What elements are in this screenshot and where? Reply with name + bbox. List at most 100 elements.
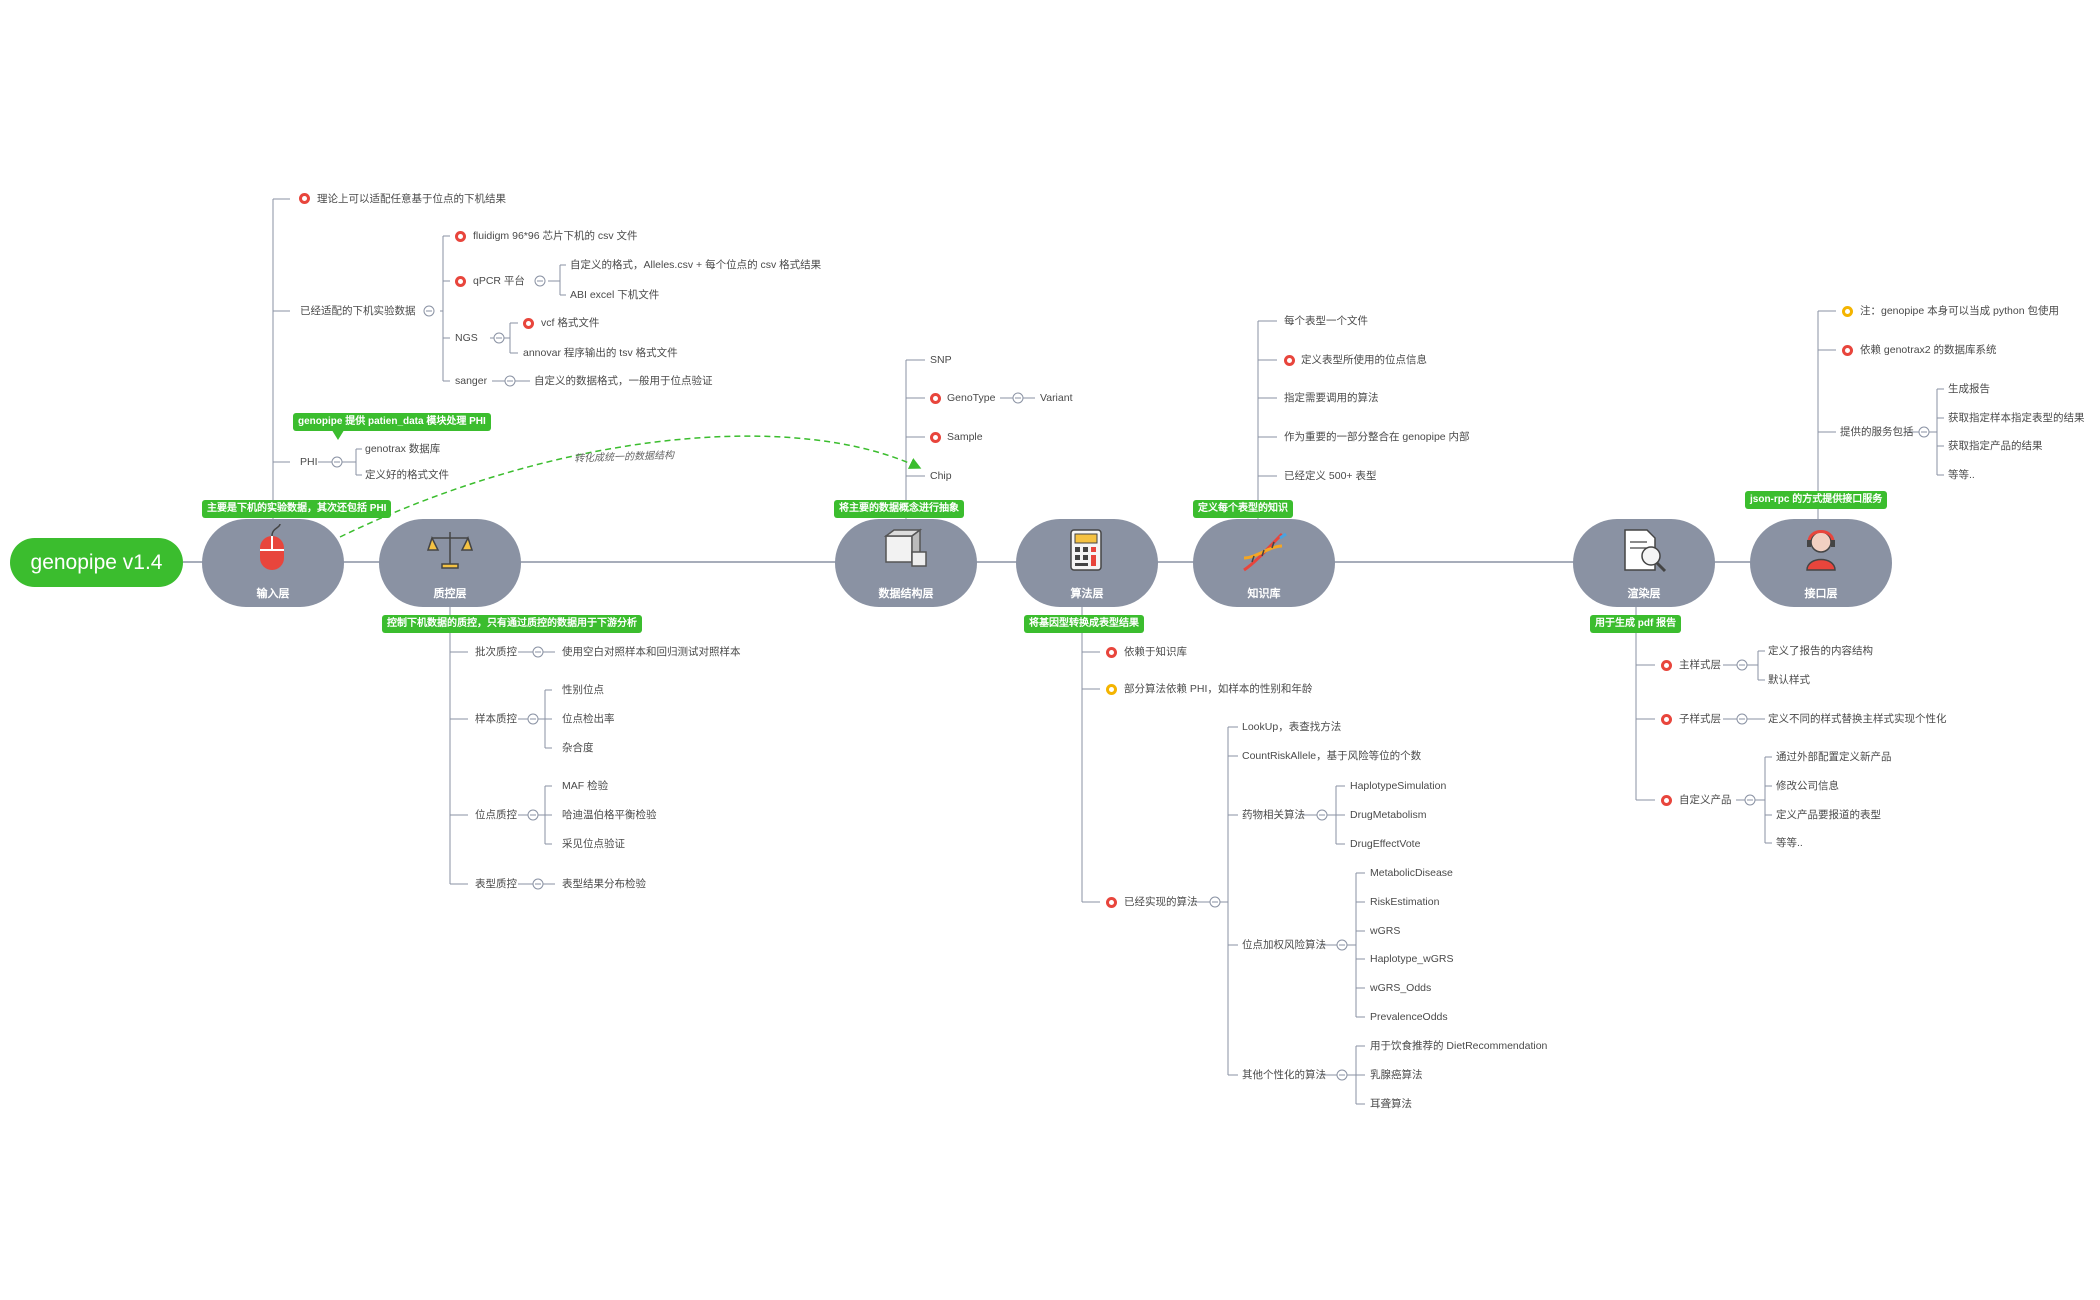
render-main[interactable]: 默认样式 [1768,674,1810,686]
red-marker-icon [930,432,941,443]
callout-algo: 将基因型转换成表型结果 [1024,615,1144,633]
api-service[interactable]: 生成报告 [1948,383,1990,395]
algo-item[interactable]: 依赖于知识库 [1124,646,1187,658]
algo-custom[interactable]: 用于饮食推荐的 DietRecommendation [1370,1040,1548,1052]
data-item[interactable]: GenoType [947,392,996,404]
callout-data: 将主要的数据概念进行抽象 [834,500,964,518]
red-marker-icon [1661,660,1672,671]
data-item[interactable]: Sample [947,431,983,443]
qc-site[interactable]: 哈迪温伯格平衡检验 [562,809,657,821]
platform-item[interactable]: fluidigm 96*96 芯片下机的 csv 文件 [473,230,638,242]
sanger-item[interactable]: 自定义的数据格式，一般用于位点验证 [534,375,713,387]
algo-weighted[interactable]: PrevalenceOdds [1370,1011,1448,1023]
render-item[interactable]: 子样式层 [1679,713,1721,725]
red-marker-icon [1661,714,1672,725]
stage-label-api[interactable]: 接口层 [1804,588,1838,600]
input-item[interactable]: PHI [300,456,318,468]
api-item[interactable]: 注：genopipe 本身可以当成 python 包使用 [1860,305,2059,317]
stage-label-render[interactable]: 渲染层 [1627,588,1661,600]
qc-item[interactable]: 表型质控 [475,878,517,890]
algo-item[interactable]: 已经实现的算法 [1124,896,1198,908]
stage-label-kb[interactable]: 知识库 [1247,588,1281,600]
kb-item[interactable]: 指定需要调用的算法 [1284,392,1379,404]
algo-drug[interactable]: DrugEffectVote [1350,838,1421,850]
algo-item[interactable]: 部分算法依赖 PHI，如样本的性别和年龄 [1124,683,1313,695]
input-item[interactable]: 已经适配的下机实验数据 [300,305,416,317]
cubes-icon [883,528,927,567]
algo-impl[interactable]: 其他个性化的算法 [1242,1069,1326,1081]
ngs-item[interactable]: vcf 格式文件 [541,317,600,329]
stage-label-input[interactable]: 输入层 [256,588,290,600]
yellow-marker-icon [1842,306,1853,317]
render-custom[interactable]: 等等.. [1776,837,1803,849]
red-marker-icon [1106,647,1117,658]
stage-label-algo[interactable]: 算法层 [1070,588,1104,600]
algo-custom[interactable]: 耳聋算法 [1370,1098,1412,1110]
phi-item[interactable]: genotrax 数据库 [365,443,441,455]
render-custom[interactable]: 定义产品要报道的表型 [1776,809,1881,821]
algo-impl[interactable]: LookUp，表查找方法 [1242,721,1342,733]
input-item[interactable]: 理论上可以适配任意基于位点的下机结果 [317,193,506,205]
api-item[interactable]: 依赖 genotrax2 的数据库系统 [1860,344,1997,356]
platform-item[interactable]: NGS [455,332,478,344]
api-service[interactable]: 等等.. [1948,469,1975,481]
algo-impl[interactable]: 位点加权风险算法 [1242,939,1326,951]
render-item[interactable]: 自定义产品 [1679,794,1732,806]
red-marker-icon [455,231,466,242]
qc-sample[interactable]: 性别位点 [562,684,604,696]
algo-weighted[interactable]: wGRS [1370,925,1401,937]
algo-drug[interactable]: DrugMetabolism [1350,809,1427,821]
callout-kb: 定义每个表型的知识 [1193,500,1293,518]
ngs-item[interactable]: annovar 程序输出的 tsv 格式文件 [523,347,678,359]
scale-icon [426,532,474,569]
kb-item[interactable]: 每个表型一个文件 [1284,315,1368,327]
qc-sample[interactable]: 杂合度 [562,742,594,754]
qc-item[interactable]: 样本质控 [475,713,517,725]
red-marker-icon [1842,345,1853,356]
callout-input: 主要是下机的实验数据，其次还包括 PHI [202,500,392,518]
qpcr-item[interactable]: 自定义的格式，Alleles.csv + 每个位点的 csv 格式结果 [570,259,822,271]
api-service[interactable]: 获取指定产品的结果 [1948,440,2043,452]
callout-render: 用于生成 pdf 报告 [1590,615,1682,633]
data-child[interactable]: Variant [1040,392,1073,404]
qpcr-item[interactable]: ABI excel 下机文件 [570,289,660,301]
algo-drug[interactable]: HaplotypeSimulation [1350,780,1447,792]
stage-label-qc[interactable]: 质控层 [433,588,467,600]
red-marker-icon [455,276,466,287]
kb-item[interactable]: 作为重要的一部分整合在 genopipe 内部 [1284,431,1470,443]
qc-sample[interactable]: 位点检出率 [562,713,615,725]
algo-weighted[interactable]: Haplotype_wGRS [1370,953,1454,965]
qc-batch[interactable]: 使用空白对照样本和回归测试对照样本 [562,646,741,658]
render-custom[interactable]: 通过外部配置定义新产品 [1776,751,1892,763]
phi-item[interactable]: 定义好的格式文件 [365,469,449,481]
red-marker-icon [1284,355,1295,366]
kb-item[interactable]: 定义表型所使用的位点信息 [1301,354,1427,366]
api-item[interactable]: 提供的服务包括 [1840,426,1914,438]
data-item[interactable]: Chip [930,470,952,482]
algo-impl[interactable]: CountRiskAllele，基于风险等位的个数 [1242,750,1422,762]
render-main[interactable]: 定义了报告的内容结构 [1768,645,1873,657]
api-service[interactable]: 获取指定样本指定表型的结果 [1948,412,2085,424]
render-custom[interactable]: 修改公司信息 [1776,780,1839,792]
qc-pheno[interactable]: 表型结果分布检验 [562,878,646,890]
qc-site[interactable]: 采见位点验证 [562,838,625,850]
algo-weighted[interactable]: MetabolicDisease [1370,867,1453,879]
data-item[interactable]: SNP [930,354,952,366]
algo-weighted[interactable]: RiskEstimation [1370,896,1440,908]
qc-item[interactable]: 位点质控 [475,809,517,821]
platform-item[interactable]: qPCR 平台 [473,275,525,287]
render-item[interactable]: 主样式层 [1679,659,1721,671]
algo-impl[interactable]: 药物相关算法 [1242,809,1305,821]
stage-label-data[interactable]: 数据结构层 [878,588,934,600]
kb-item[interactable]: 已经定义 500+ 表型 [1284,470,1377,482]
red-marker-icon [1106,897,1117,908]
platform-item[interactable]: sanger [455,375,488,387]
render-sub[interactable]: 定义不同的样式替换主样式实现个性化 [1768,713,1947,725]
root-topic[interactable]: genopipe v1.4 [10,538,183,587]
qc-item[interactable]: 批次质控 [475,646,517,658]
algo-weighted[interactable]: wGRS_Odds [1370,982,1432,994]
algo-custom[interactable]: 乳腺癌算法 [1370,1069,1423,1081]
qc-site[interactable]: MAF 检验 [562,780,609,792]
